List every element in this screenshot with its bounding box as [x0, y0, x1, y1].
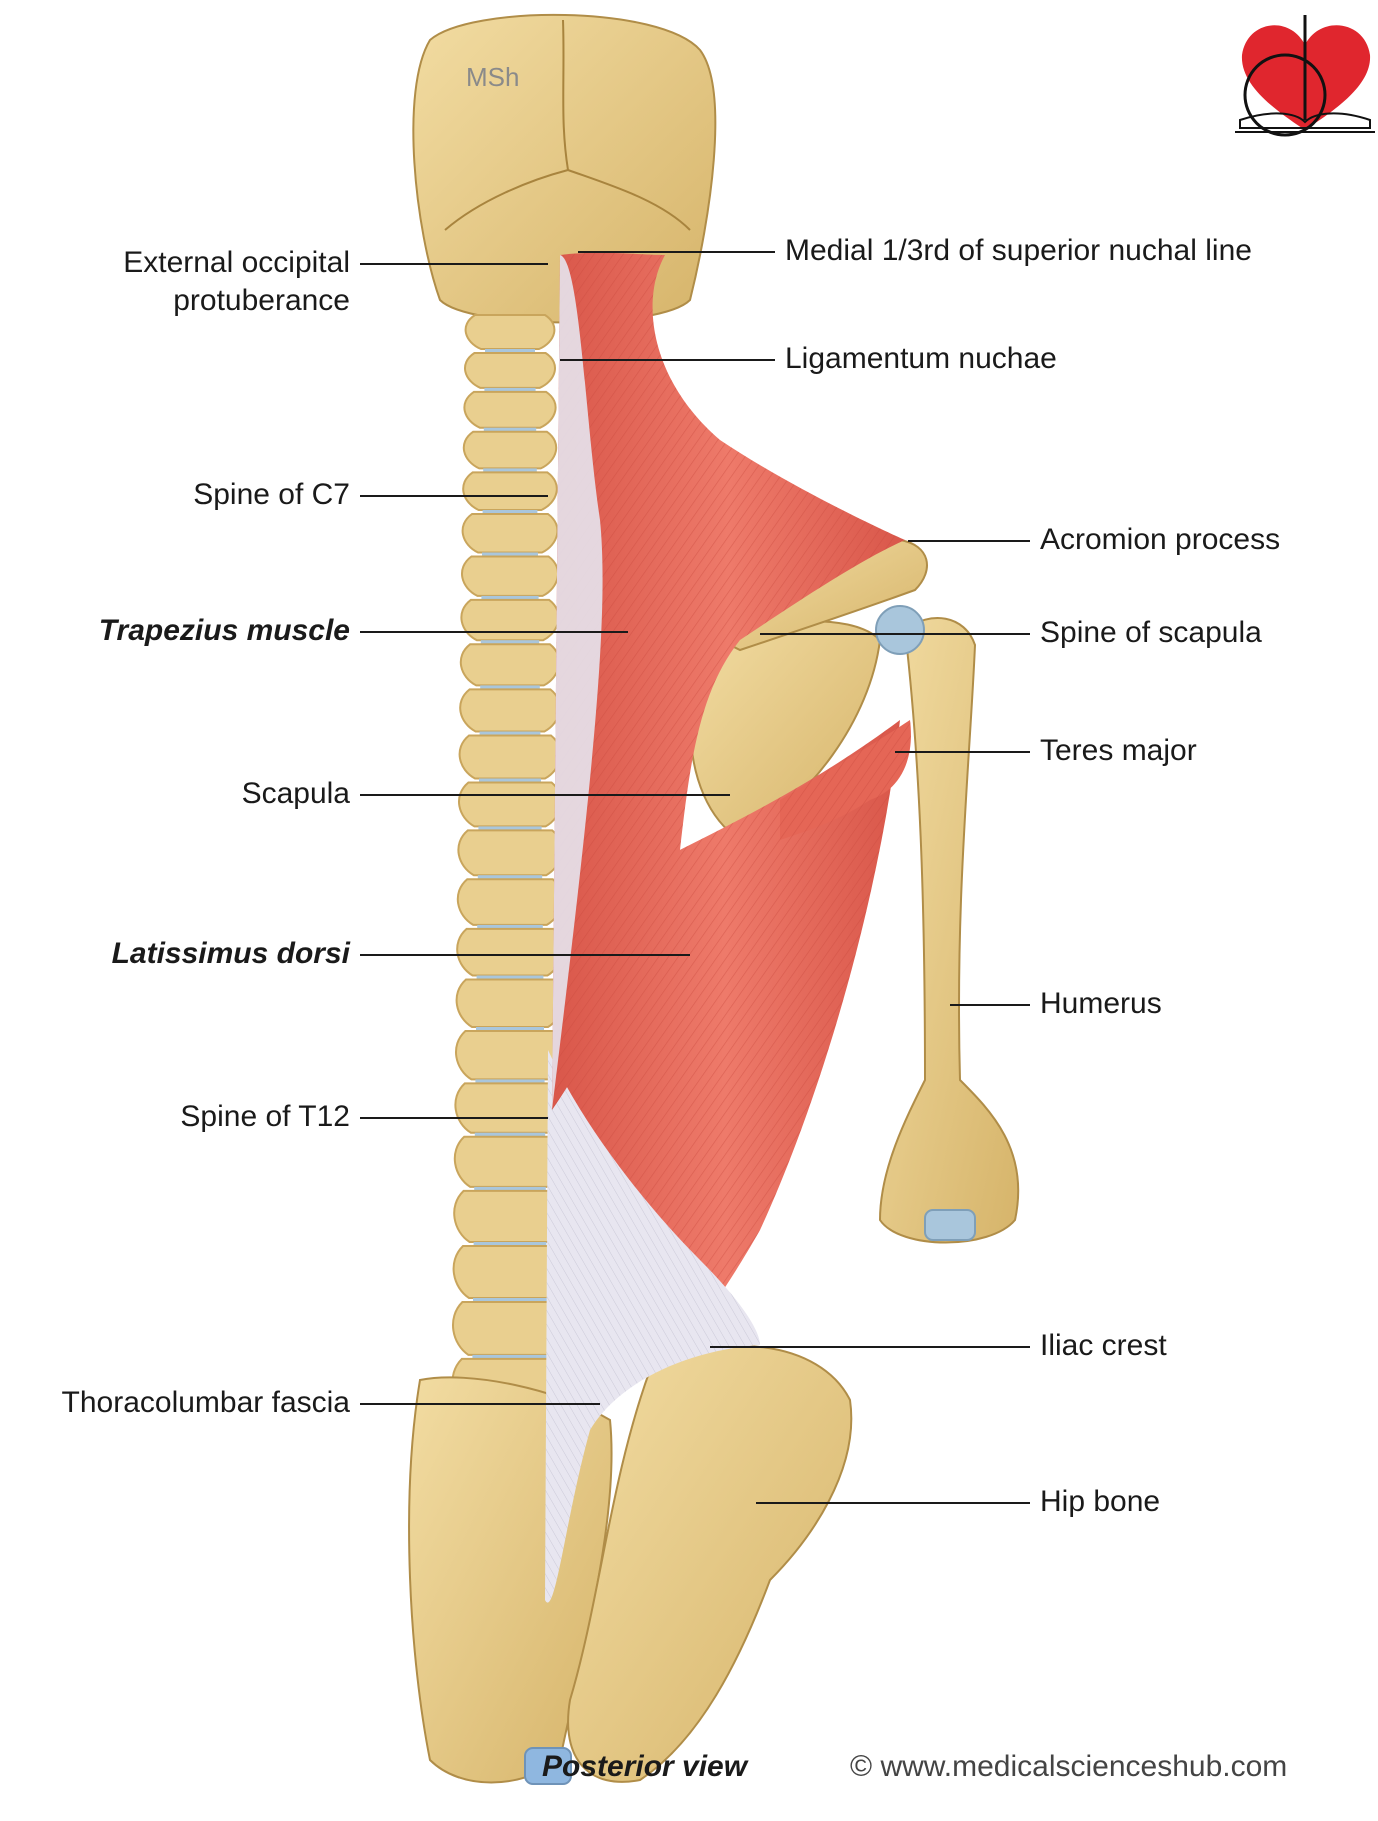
intervertebral-disc — [481, 595, 539, 600]
watermark: MSh — [466, 62, 520, 92]
vertebra — [455, 978, 565, 1028]
label-spine-c7: Spine of C7 — [193, 478, 350, 511]
open-book-icon — [1235, 112, 1375, 133]
vertebra — [457, 829, 563, 877]
label-spine-scapula: Spine of scapula — [1040, 616, 1262, 649]
intervertebral-disc — [485, 349, 535, 353]
label-humerus: Humerus — [1040, 987, 1162, 1020]
intervertebral-disc — [477, 924, 543, 929]
thoracolumbar-fascia — [545, 1050, 760, 1603]
intervertebral-disc — [484, 387, 536, 392]
heart-stethoscope-logo-icon — [1241, 15, 1371, 137]
vertebra — [458, 734, 562, 780]
leader-lines-left — [360, 263, 730, 1405]
caption: Posterior view — [542, 1750, 748, 1783]
label-acromion: Acromion process — [1040, 523, 1281, 556]
intervertebral-disc — [483, 427, 537, 432]
pelvis — [408, 1345, 853, 1785]
vertebra — [461, 555, 559, 597]
intervertebral-disc — [483, 468, 537, 473]
trapezius-muscle — [552, 252, 905, 1110]
humerus — [875, 605, 1020, 1244]
label-spine-t12: Spine of T12 — [180, 1100, 350, 1133]
intervertebral-disc — [472, 1354, 548, 1359]
vertebra — [459, 688, 561, 733]
vertebra — [459, 643, 561, 687]
intervertebral-disc — [476, 975, 544, 980]
leader-lines-right — [560, 251, 1030, 1504]
label-thoracolumbar: Thoracolumbar fascia — [61, 1386, 350, 1419]
label-iliac-crest: Iliac crest — [1040, 1329, 1167, 1362]
intervertebral-disc — [474, 1186, 546, 1191]
intervertebral-disc — [482, 552, 538, 557]
vertebra — [456, 878, 564, 926]
copyright: © www.medicalscienceshub.com — [850, 1750, 1288, 1783]
label-external-occipital: External occipital protuberance — [123, 246, 350, 317]
vertebra — [461, 513, 559, 554]
label-ligamentum-nuchae: Ligamentum nuchae — [785, 342, 1057, 375]
intervertebral-disc — [476, 1027, 544, 1031]
label-hip-bone: Hip bone — [1040, 1485, 1161, 1518]
intervertebral-disc — [473, 1298, 547, 1302]
label-teres-major: Teres major — [1040, 734, 1197, 767]
vertebra — [464, 314, 556, 350]
vertebra — [458, 781, 562, 828]
vertebra — [455, 1030, 565, 1081]
label-scapula: Scapula — [241, 777, 350, 810]
intervertebral-disc — [475, 1079, 545, 1084]
intervertebral-disc — [478, 826, 542, 831]
teres-major-muscle — [780, 720, 911, 840]
intervertebral-disc — [482, 510, 538, 514]
intervertebral-disc — [479, 778, 541, 783]
vertebra — [464, 352, 556, 389]
intervertebral-disc — [473, 1242, 547, 1246]
vertebra — [463, 390, 557, 429]
vertebra — [462, 471, 558, 511]
intervertebral-disc — [480, 685, 540, 690]
skull — [412, 13, 717, 324]
intervertebral-disc — [474, 1132, 546, 1137]
intervertebral-disc — [479, 731, 541, 736]
vertebra — [462, 430, 558, 470]
vertebra — [456, 927, 564, 977]
intervertebral-disc — [477, 875, 543, 880]
intervertebral-disc — [480, 640, 540, 645]
label-superior-nuchal: Medial 1/3rd of superior nuchal line — [785, 234, 1252, 267]
vertebra — [460, 598, 560, 642]
label-trapezius: Trapezius muscle — [98, 614, 350, 647]
label-latissimus: Latissimus dorsi — [111, 937, 350, 970]
